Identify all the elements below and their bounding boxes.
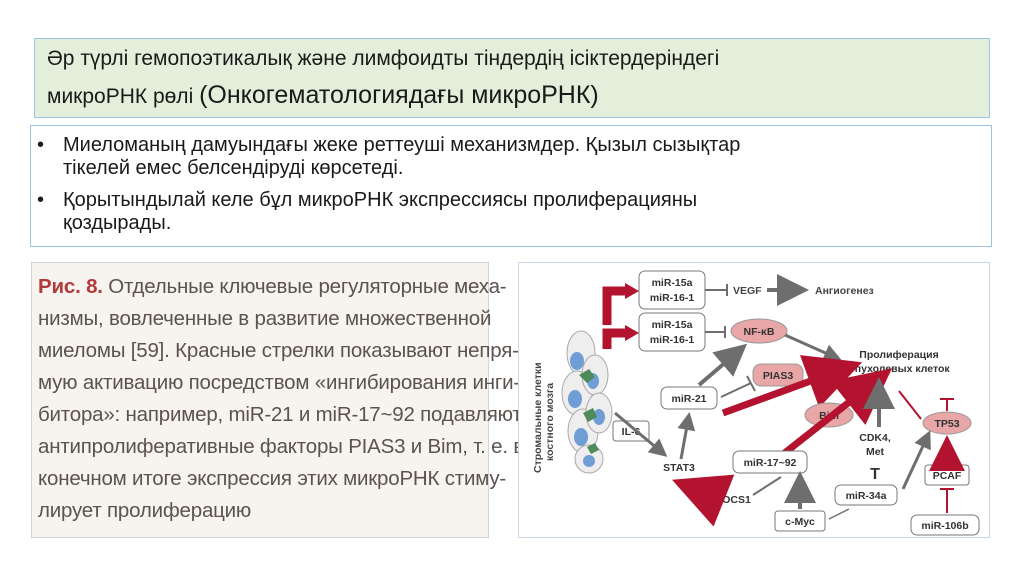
proliferation-label-1: Пролиферация [859,349,938,361]
red-arrow-to-mir15a-top [602,286,625,325]
mir161-top-label: miR-16-1 [650,292,695,304]
red-arrow-to-mir15a-bottom [602,328,625,349]
caption-line-1: Рис. 8. Отдельные ключевые регуляторные … [38,275,507,299]
diagram-svg: Стромальные клетки костного мозга [532,270,980,536]
pias3-label: PIAS3 [763,370,794,382]
bullet-2-line-2: қоздырады. [63,212,172,234]
mir1792-label: miR-17~92 [744,457,797,469]
socs1-label: SOCS1 [715,494,751,506]
arrow-nfkb-to-proliferation [784,333,842,362]
red-arrow-socs1-to-stat3 [672,474,735,527]
arrow-mir21-to-nfkb [697,343,748,387]
caption-line-3: миеломы [59]. Красные стрелки показывают… [38,339,519,362]
vegf-label: VEGF [733,285,762,297]
caption-figure-label: Рис. 8. [38,275,103,298]
tp53-label: TP53 [934,418,959,430]
bullet-1-line-1: Миеломаның дамуындағы жеке реттеуші меха… [63,134,741,156]
caption-line-4: мую активацию посредством «ингибирования… [38,371,521,394]
title-line-2: микроРНК рөлі (Онкогематологиядағы микро… [47,81,599,110]
angiogenesis-label: Ангиогенез [815,285,874,297]
title-line-2-big: (Онкогематологиядағы микроРНК) [199,81,599,109]
mir34a-box [834,484,898,506]
cdk4-label: CDK4, [859,432,891,444]
stat3-label: STAT3 [663,462,695,474]
caption-line-1-text: Отдельные ключевые регуляторные меха- [102,275,507,298]
caption-line-7: конечном итоге экспрессия этих микроРНК … [38,467,507,490]
mir34a-label: miR-34a [846,490,887,502]
mir1792-box [732,450,808,474]
bullet-2-line-1: Қорытындылай келе бұл микроРНК экспресси… [63,189,698,211]
bullet-1-line-2: тікелей емес белсендіруді көрсетеді. [63,157,404,179]
title-line-2-small: микроРНК рөлі [47,85,200,108]
title-line-1: Әр түрлі гемопоэтикалық және лимфоидты т… [47,47,720,70]
mir161-bottom-label: miR-16-1 [650,334,695,346]
cmyc-label: c-Myc [785,516,815,528]
arrow-mir34a-to-tp53 [901,430,931,490]
bullet-dot: • [37,189,45,211]
bullet-dot: • [37,134,45,156]
stromal-cells-illustration [561,330,613,474]
stromal-label-1: Стромальные клетки [532,362,544,473]
mir15a-top-label: miR-15a [652,277,693,289]
inhibition-t-bar: T [870,466,880,483]
nfkb-node [730,318,788,344]
il6-box [612,420,650,442]
mir106b-box [910,514,980,536]
caption-line-8: лирует пролиферацию [38,499,252,522]
met-label: Met [866,446,885,458]
bullets-box: • Миеломаның дамуындағы жеке реттеуші ме… [30,125,992,247]
mir15a-bottom-label: miR-15a [652,319,693,331]
caption-line-6: антипролиферативные факторы PIAS3 и Bim,… [38,435,525,458]
title-box: Әр түрлі гемопоэтикалық және лимфоидты т… [34,38,990,118]
mir106b-label: miR-106b [921,520,968,532]
caption-line-5: битора»: например, miR-21 и miR-17~92 по… [38,403,522,426]
nfkb-label: NF-κB [744,326,775,338]
figure-caption-image: Рис. 8. Отдельные ключевые регуляторные … [31,262,524,538]
regulatory-diagram: Стромальные клетки костного мозга [518,262,990,538]
arrow-il6-to-stat3 [614,411,668,457]
proliferation-label-2: опухолевых клеток [848,363,950,375]
caption-line-2: низмы, вовлеченные в развитие множествен… [38,307,492,330]
stromal-label-2: костного мозга [544,383,556,461]
tp53-node [922,411,972,435]
pcaf-label: PCAF [933,470,962,482]
red-arrow-mir21-to-proliferation [721,355,863,417]
mir21-label: miR-21 [671,393,706,405]
cmyc-box [774,510,826,532]
mir21-box [660,386,718,410]
arrow-stat3-to-mir21 [677,412,696,460]
